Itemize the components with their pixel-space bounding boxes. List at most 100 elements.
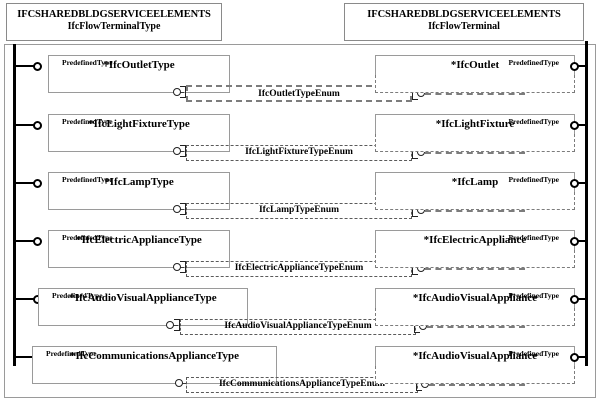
entity-attribute-row: [38, 308, 248, 326]
left-enum-circle: [173, 263, 181, 271]
entity-box-ifcelectricappliance[interactable]: *IfcElectricAppliance PredefinedType: [375, 230, 575, 268]
right-branch-dot: [570, 236, 579, 246]
entity-attribute-row: [375, 192, 575, 210]
left-branch-connector: [14, 65, 38, 67]
schema-header-right-entity: IfcFlowTerminal: [428, 21, 500, 33]
right-branch-connector: [578, 356, 587, 358]
schema-header-right-schema: IFCSHAREDBLDGSERVICEELEMENTS: [367, 9, 561, 20]
entity-attribute-row: [48, 192, 230, 210]
enum-box-ifclightfixturetypeenum[interactable]: IfcLightFixtureTypeEnum: [186, 145, 412, 161]
attribute-label-predefinedtype: PredefinedType: [62, 175, 113, 184]
entity-box-ifcoutlet[interactable]: *IfcOutlet PredefinedType: [375, 55, 575, 93]
right-branch-connector: [578, 298, 587, 300]
entity-name-ifclamptype: *IfcLampType: [48, 172, 230, 193]
right-branch-connector: [578, 182, 587, 184]
attribute-label-predefinedtype: PredefinedType: [46, 349, 97, 358]
entity-name-ifcaudiovisualappliance-2: *IfcAudioVisualAppliance: [375, 346, 575, 367]
enum-label: IfcOutletTypeEnum: [258, 89, 340, 99]
left-enum-circle: [175, 379, 183, 387]
entity-name-ifcelectricappliance: *IfcElectricAppliance: [375, 230, 575, 251]
left-branch-connector: [14, 182, 38, 184]
attribute-label-predefinedtype: PredefinedType: [508, 175, 559, 184]
attribute-label-predefinedtype: PredefinedType: [508, 117, 559, 126]
left-enum-bracket: [180, 203, 186, 215]
enum-box-ifccommunicationsappliancetypeenum[interactable]: IfcCommunicationsApplianceTypeEnum: [186, 377, 418, 393]
right-enum-dashline: [429, 384, 525, 386]
entity-attribute-row: [375, 250, 575, 268]
attribute-label-predefinedtype: PredefinedType: [508, 233, 559, 242]
right-branch-dot: [570, 294, 579, 304]
left-supertype-spine: [13, 44, 16, 366]
entity-attribute-row: [375, 308, 575, 326]
entity-attribute-row: [375, 366, 575, 384]
right-branch-connector: [578, 240, 587, 242]
right-branch-dot: [570, 178, 579, 188]
entity-attribute-row: [48, 134, 230, 152]
entity-box-ifcaudiovisualappliance[interactable]: *IfcAudioVisualAppliance PredefinedType: [375, 288, 575, 326]
schema-header-right: IFCSHAREDBLDGSERVICEELEMENTS IfcFlowTerm…: [344, 3, 584, 41]
right-enum-dashline: [425, 210, 525, 212]
left-branch-dot: [33, 61, 42, 71]
left-branch-connector: [14, 240, 38, 242]
entity-attribute-row: [375, 75, 575, 93]
entity-box-ifclightfixturetype[interactable]: *IfcLightFixtureType PredefinedType: [48, 114, 230, 152]
enum-box-ifcaudiovisualappliancetypeenum[interactable]: IfcAudioVisualApplianceTypeEnum: [180, 319, 416, 335]
left-attribute-connector: [180, 383, 186, 384]
left-attribute-connector: [178, 209, 184, 210]
right-branch-connector: [578, 65, 587, 67]
right-supertype-spine: [585, 41, 588, 366]
left-branch-dot: [33, 178, 42, 188]
left-branch-connector: [14, 124, 38, 126]
entity-attribute-row: [48, 250, 230, 268]
right-enum-dashline: [425, 268, 525, 270]
attribute-label-predefinedtype: PredefinedType: [52, 291, 103, 300]
entity-attribute-row: [48, 75, 230, 93]
attribute-label-predefinedtype: PredefinedType: [508, 291, 559, 300]
right-branch-connector: [578, 124, 587, 126]
attribute-label-predefinedtype: PredefinedType: [62, 233, 113, 242]
left-enum-bracket: [180, 261, 186, 273]
left-attribute-connector: [178, 92, 184, 93]
enum-label: IfcAudioVisualApplianceTypeEnum: [224, 321, 372, 331]
enum-label: IfcCommunicationsApplianceTypeEnum: [218, 379, 386, 389]
entity-box-ifcelectricappliancetype[interactable]: *IfcElectricApplianceType PredefinedType: [48, 230, 230, 268]
right-enum-dashline: [425, 93, 525, 95]
schema-header-left-schema: IFCSHAREDBLDGSERVICEELEMENTS: [17, 9, 211, 20]
schema-header-left: IFCSHAREDBLDGSERVICEELEMENTS IfcFlowTerm…: [6, 3, 222, 41]
enum-box-ifcelectricappliancetypeenum[interactable]: IfcElectricApplianceTypeEnum: [186, 261, 412, 277]
right-branch-dot: [570, 61, 579, 71]
left-attribute-connector: [178, 151, 184, 152]
entity-attribute-row: [32, 366, 277, 384]
left-enum-bracket: [180, 145, 186, 157]
diagram-outer-border: [4, 44, 596, 398]
left-enum-circle: [173, 205, 181, 213]
left-branch-dot: [33, 236, 42, 246]
left-enum-bracket: [174, 319, 180, 331]
left-branch-dot: [33, 120, 42, 130]
schema-header-left-entity: IfcFlowTerminalType: [67, 21, 161, 33]
left-attribute-connector: [178, 267, 184, 268]
left-enum-circle: [166, 321, 174, 329]
right-enum-dashline: [427, 326, 525, 328]
attribute-label-predefinedtype: PredefinedType: [508, 349, 559, 358]
left-enum-bracket: [180, 86, 186, 98]
attribute-label-predefinedtype: PredefinedType: [62, 117, 113, 126]
attribute-label-predefinedtype: PredefinedType: [508, 58, 559, 67]
entity-name-ifcaudiovisualappliance: *IfcAudioVisualAppliance: [375, 288, 575, 309]
entity-name-ifcelectricappliancetype: *IfcElectricApplianceType: [48, 230, 230, 251]
enum-box-ifclamptypeenum[interactable]: IfcLampTypeEnum: [186, 203, 412, 219]
entity-box-ifclamp[interactable]: *IfcLamp PredefinedType: [375, 172, 575, 210]
enum-label: IfcElectricApplianceTypeEnum: [234, 263, 364, 273]
right-branch-dot: [570, 120, 579, 130]
left-enum-circle: [173, 88, 181, 96]
entity-box-ifcaudiovisualappliance-2[interactable]: *IfcAudioVisualAppliance PredefinedType: [375, 346, 575, 384]
right-branch-dot: [570, 352, 579, 362]
enum-box-ifcoutlettypeenum[interactable]: IfcOutletTypeEnum: [186, 85, 412, 102]
entity-box-ifclightfixture[interactable]: *IfcLightFixture PredefinedType: [375, 114, 575, 152]
entity-name-ifcoutlettype: *IfcOutletType: [48, 55, 230, 76]
left-enum-circle: [173, 147, 181, 155]
enum-label: IfcLightFixtureTypeEnum: [245, 147, 353, 157]
enum-label: IfcLampTypeEnum: [258, 205, 340, 215]
entity-name-ifcaudiovisualappliancetype: *IfcAudioVisualApplianceType: [38, 288, 248, 309]
